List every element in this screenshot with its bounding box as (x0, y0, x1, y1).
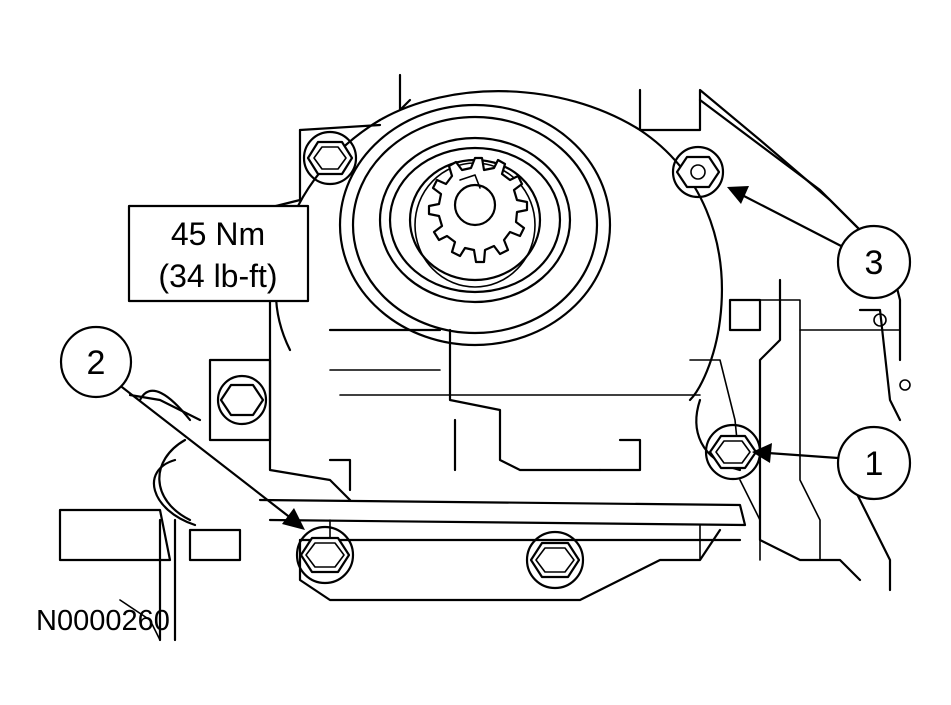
bolt-left-mid-icon (216, 374, 268, 426)
bolt-3-icon (671, 145, 725, 199)
callout-1: 1 (836, 425, 912, 501)
leader-arrow-1 (752, 443, 840, 463)
torque-imperial: (34 lb-ft) (158, 258, 277, 294)
bolt-bottom-middle-icon (525, 530, 585, 590)
bolt-top-left-icon (302, 130, 358, 186)
callout-3: 3 (836, 224, 912, 300)
callout-3-number: 3 (865, 244, 884, 282)
leader-arrow-3 (727, 186, 847, 250)
callout-2: 2 (59, 325, 133, 399)
bolt-2-icon (295, 525, 355, 585)
callout-1-number: 1 (865, 445, 884, 483)
leader-arrow-2 (116, 382, 305, 530)
figure-id: N0000260 (36, 605, 170, 637)
torque-metric: 45 Nm (171, 216, 265, 252)
callout-2-number: 2 (87, 344, 106, 382)
crankshaft-gear-icon (427, 156, 529, 264)
torque-spec-box: 45 Nm (34 lb-ft) (127, 204, 310, 303)
crankshaft-seal (338, 103, 612, 347)
bolt-1-icon (704, 423, 762, 481)
